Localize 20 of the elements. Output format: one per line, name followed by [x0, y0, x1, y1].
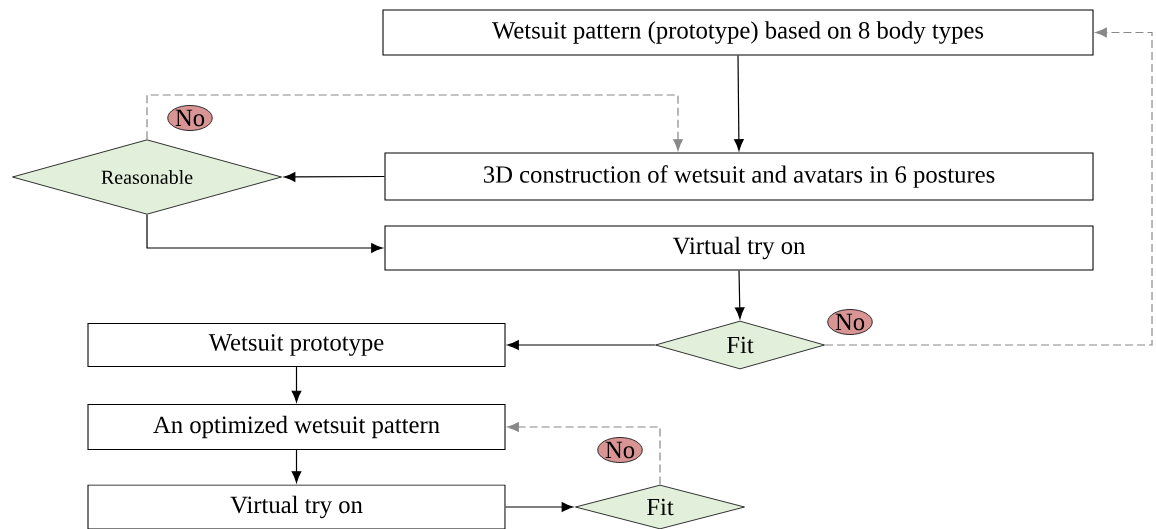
- arrow: [734, 269, 745, 319]
- arrow: [507, 340, 656, 350]
- arrow: [291, 366, 302, 403]
- dashed-arrow: [146, 94, 683, 151]
- arrow: [283, 172, 386, 182]
- process-box: Virtual try on: [384, 225, 1094, 271]
- arrow: [291, 449, 302, 483]
- dashed-arrow: [824, 27, 1153, 346]
- process-box: Wetsuit pattern (prototype) based on 8 body types: [382, 9, 1094, 56]
- edge-label: No: [167, 105, 213, 131]
- edge-label: No: [597, 437, 643, 463]
- process-box: Wetsuit prototype: [87, 322, 506, 368]
- edge-label: No: [827, 309, 873, 335]
- process-box: 3D construction of wetsuit and avatars in 6 postures: [384, 152, 1094, 201]
- arrow: [146, 214, 383, 253]
- arrow: [734, 54, 744, 151]
- process-box: Virtual try on: [87, 484, 506, 529]
- process-box: An optimized wetsuit pattern: [87, 403, 506, 451]
- dashed-arrow: [507, 422, 661, 486]
- arrow: [504, 502, 574, 512]
